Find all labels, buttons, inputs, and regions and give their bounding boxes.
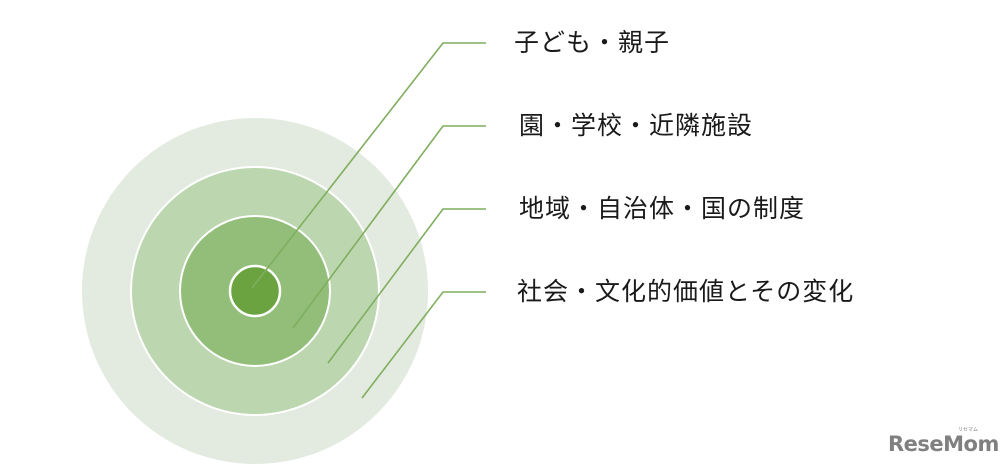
- leader-line-1: [251, 42, 486, 289]
- watermark-logo: ReseMom: [888, 432, 999, 456]
- label-region-government: 地域・自治体・国の制度: [519, 194, 806, 223]
- label-child-parent: 子ども・親子: [514, 28, 671, 57]
- leader-line-4: [361, 291, 486, 399]
- watermark-sub: リセマム: [958, 427, 979, 433]
- label-school-facilities: 園・学校・近隣施設: [519, 111, 754, 140]
- ring-child: [228, 264, 282, 318]
- leader-line-3: [327, 208, 486, 364]
- label-society-culture: 社会・文化的価値とその変化: [517, 277, 855, 306]
- leader-line-2: [292, 125, 486, 329]
